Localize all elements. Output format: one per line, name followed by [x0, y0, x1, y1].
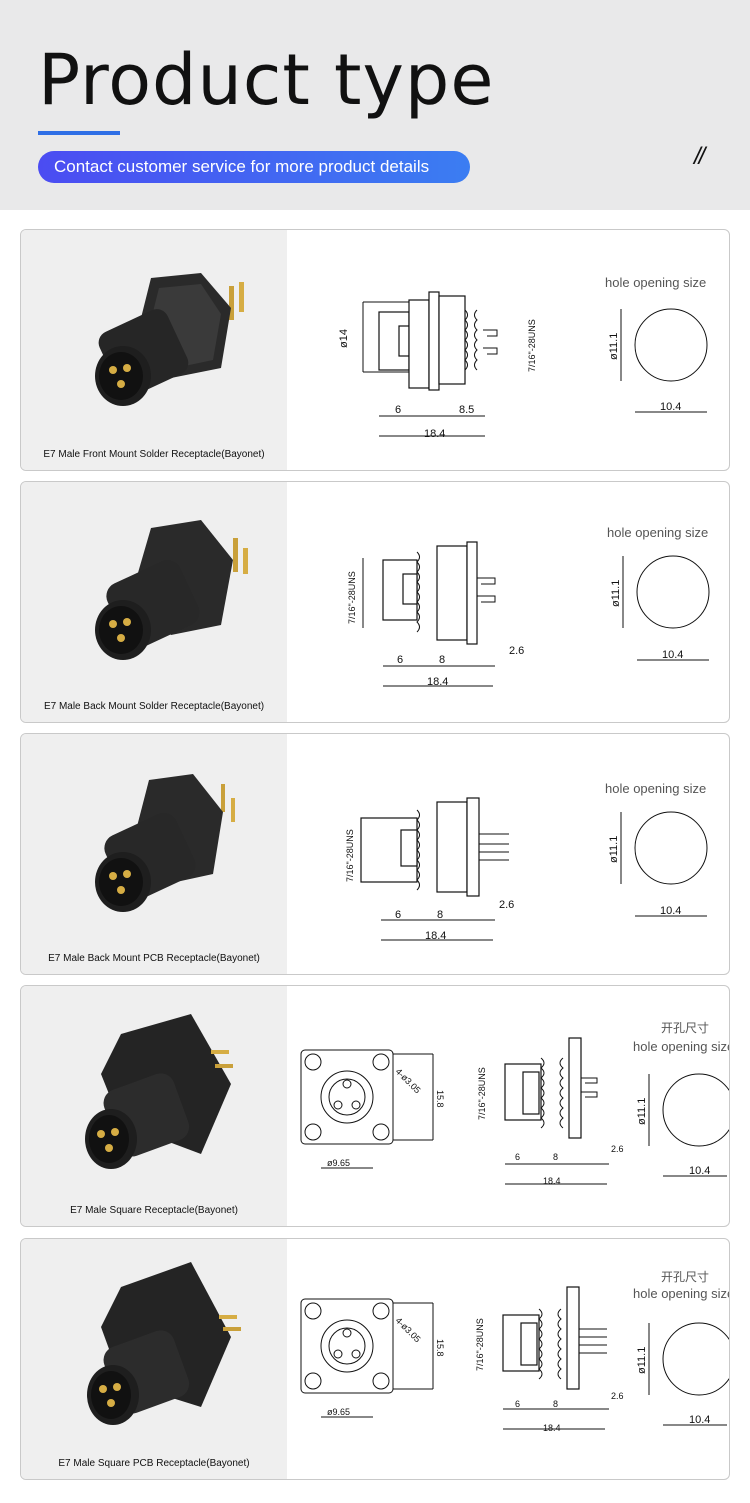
- hole-opening-label: hole opening size: [633, 1286, 730, 1301]
- thread-dimension: 7/16"-28UNS: [527, 319, 537, 372]
- hole-width-dimension: 10.4: [689, 1414, 710, 1426]
- hole-opening-label-cn: 开孔尺寸: [661, 1021, 709, 1035]
- left-dimension: 6: [515, 1399, 520, 1409]
- technical-drawing: ø14 7/16"-28UNS 6 8.5 18.4 hole opening …: [338, 275, 708, 440]
- right-dimension: 2.6: [499, 899, 514, 911]
- technical-drawing: 7/16"-28UNS 6 8 2.6 18.4 hole opening si…: [347, 525, 710, 688]
- connector-photo-icon: [95, 774, 235, 912]
- connector-photo-icon: [87, 1262, 241, 1425]
- connector-photo-icon: [95, 273, 244, 406]
- flange-height-dimension: 15.8: [435, 1090, 445, 1108]
- hole-width-dimension: 10.4: [660, 905, 681, 917]
- hole-diameter-dimension: ø11.1: [636, 1347, 648, 1374]
- hole-opening-label: hole opening size: [605, 781, 706, 796]
- total-dimension: 18.4: [425, 930, 446, 942]
- hole-diameter-dimension: ø11.1: [610, 580, 622, 607]
- hole-opening-label: hole opening size: [633, 1039, 730, 1054]
- page-header: Product type Contact customer service fo…: [0, 0, 750, 210]
- mid-dimension: 8: [553, 1152, 558, 1162]
- product-card-square-pcb: E7 Male Square PCB Receptacle(Bayonet) 1…: [20, 1238, 730, 1480]
- page-title: Product type: [38, 39, 495, 121]
- right-dimension: 2.6: [611, 1144, 624, 1154]
- flange-height-dimension: 15.8: [435, 1339, 445, 1357]
- left-dimension: 6: [515, 1152, 520, 1162]
- height-dimension: ø14: [338, 329, 350, 348]
- left-dimension: 6: [397, 654, 403, 666]
- left-dimension: 6: [395, 909, 401, 921]
- total-dimension: 18.4: [424, 428, 445, 440]
- total-dimension: 18.4: [543, 1423, 561, 1433]
- pitch-dimension: ø9.65: [327, 1407, 350, 1417]
- hole-diameter-dimension: ø11.1: [608, 333, 620, 360]
- product-caption: E7 Male Square Receptacle(Bayonet): [70, 1205, 238, 1216]
- pitch-dimension: ø9.65: [327, 1158, 350, 1168]
- slash-decoration: //: [694, 143, 705, 170]
- total-dimension: 18.4: [543, 1176, 561, 1186]
- product-photo: [21, 986, 287, 1226]
- connector-photo-icon: [95, 520, 248, 660]
- product-photo: [21, 734, 287, 974]
- left-dimension: 6: [395, 404, 401, 416]
- thread-dimension: 7/16"-28UNS: [477, 1067, 487, 1120]
- product-photo: [21, 482, 287, 722]
- thread-dimension: 7/16"-28UNS: [475, 1318, 485, 1371]
- thread-dimension: 7/16"-28UNS: [347, 571, 357, 624]
- product-card-square: E7 Male Square Receptacle(Bayonet) 15.8 …: [20, 985, 730, 1227]
- right-dimension: 2.6: [611, 1391, 624, 1401]
- mounting-holes-dimension: 4-ø3.05: [394, 1066, 423, 1095]
- product-photo: [21, 1239, 287, 1479]
- technical-drawing: 15.8 4-ø3.05 ø9.65 7/16"-28UNS 6 8 2.6 1…: [300, 1021, 730, 1186]
- thread-dimension: 7/16"-28UNS: [345, 829, 355, 882]
- mid-dimension: 8: [439, 654, 445, 666]
- mounting-holes-dimension: 4-ø3.05: [394, 1315, 423, 1344]
- connector-photo-icon: [85, 1014, 233, 1169]
- technical-drawing: 15.8 4-ø3.05 ø9.65 7/16"-28UNS 6 8 2.6 1…: [300, 1270, 730, 1433]
- product-card-back-mount-solder: E7 Male Back Mount Solder Receptacle(Bay…: [20, 481, 730, 723]
- hole-opening-label: hole opening size: [607, 525, 708, 540]
- hole-width-dimension: 10.4: [662, 649, 683, 661]
- product-caption: E7 Male Back Mount Solder Receptacle(Bay…: [43, 701, 265, 712]
- product-card-back-mount-pcb: E7 Male Back Mount PCB Receptacle(Bayone…: [20, 733, 730, 975]
- right-dimension: 2.6: [509, 645, 524, 657]
- product-card-front-mount-solder: E7 Male Front Mount Solder Receptacle(Ba…: [20, 229, 730, 471]
- product-caption: E7 Male Back Mount PCB Receptacle(Bayone…: [48, 953, 260, 964]
- product-caption: E7 Male Square PCB Receptacle(Bayonet): [58, 1458, 250, 1469]
- hole-opening-label-cn: 开孔尺寸: [661, 1270, 709, 1284]
- mid-dimension: 8.5: [459, 404, 474, 416]
- product-caption: E7 Male Front Mount Solder Receptacle(Ba…: [43, 449, 265, 460]
- title-underline: [38, 131, 120, 135]
- contact-service-banner[interactable]: Contact customer service for more produc…: [38, 151, 470, 183]
- mid-dimension: 8: [437, 909, 443, 921]
- hole-opening-label: hole opening size: [605, 275, 706, 290]
- hole-diameter-dimension: ø11.1: [636, 1098, 648, 1125]
- hole-width-dimension: 10.4: [689, 1165, 710, 1177]
- total-dimension: 18.4: [427, 676, 448, 688]
- technical-drawing: 7/16"-28UNS 6 8 2.6 18.4 hole opening si…: [345, 781, 708, 942]
- product-photo: [21, 230, 287, 470]
- mid-dimension: 8: [553, 1399, 558, 1409]
- hole-width-dimension: 10.4: [660, 401, 681, 413]
- hole-diameter-dimension: ø11.1: [608, 836, 620, 863]
